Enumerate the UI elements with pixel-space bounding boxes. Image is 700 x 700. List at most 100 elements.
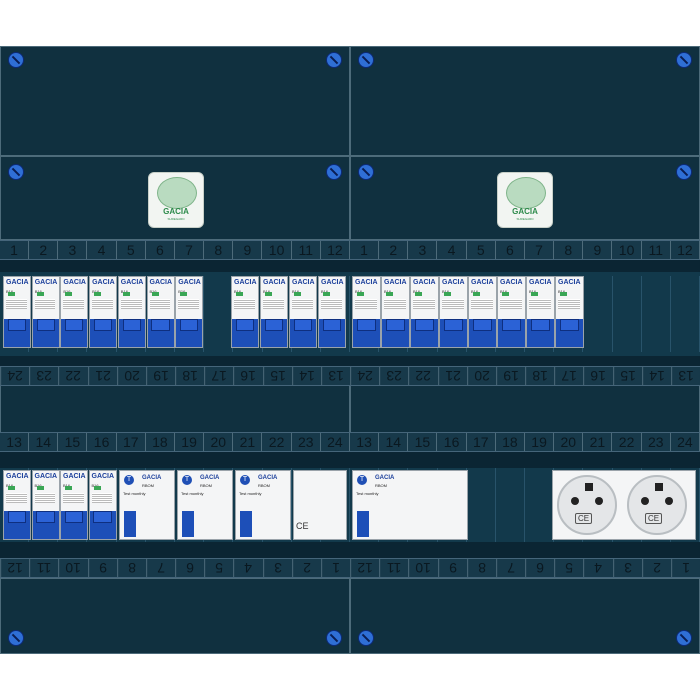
breaker-toggle[interactable] (235, 319, 255, 331)
logo-subtext: SUREGARD (167, 217, 185, 221)
breaker-toggle[interactable] (264, 319, 284, 331)
surge-protector[interactable]: CE (293, 470, 347, 540)
breaker-specs (529, 299, 551, 309)
rcd-lever[interactable] (124, 511, 136, 537)
circuit-breaker[interactable]: GACIAB16 (439, 276, 468, 348)
circuit-breaker[interactable]: GACIAB16 (260, 276, 288, 348)
slot-number: 6 (146, 241, 175, 259)
ce-mark: CE (575, 513, 593, 524)
breaker-rating: B16 (92, 289, 99, 294)
slot-number: 18 (496, 433, 525, 451)
circuit-breaker[interactable]: GACIAB16 (526, 276, 555, 348)
slot-number: 14 (29, 433, 59, 451)
circuit-breaker[interactable]: GACIAB16 (3, 470, 31, 540)
breaker-brand: GACIA (34, 279, 58, 286)
bottom-cover-right (350, 578, 700, 654)
test-badge: T (240, 475, 250, 485)
slot-number: 21 (233, 433, 263, 451)
breaker-brand: GACIA (321, 279, 344, 286)
rcd-model: RBOM (375, 483, 387, 488)
slot-number: 24 (0, 367, 30, 385)
circuit-breaker[interactable]: GACIAB16 (410, 276, 439, 348)
status-indicator (294, 292, 301, 296)
circuit-breaker[interactable]: GACIAB16 (497, 276, 526, 348)
breaker-toggle[interactable] (7, 511, 27, 523)
circuit-breaker[interactable]: GACIAB16 (60, 470, 88, 540)
rcd-lever[interactable] (182, 511, 194, 537)
slot-number: 16 (438, 433, 467, 451)
circuit-breaker[interactable]: GACIAB16 (175, 276, 204, 348)
breaker-toggle[interactable] (93, 319, 113, 331)
slot-number: 17 (467, 433, 496, 451)
breaker-specs (6, 493, 27, 503)
breaker-toggle[interactable] (293, 319, 313, 331)
slot-number: 24 (350, 367, 380, 385)
slot-number: 13 (670, 367, 700, 385)
slot-number: 6 (175, 559, 205, 577)
breaker-toggle[interactable] (502, 319, 521, 331)
breaker-toggle[interactable] (444, 319, 463, 331)
slot-number: 22 (613, 433, 642, 451)
breaker-toggle[interactable] (415, 319, 434, 331)
circuit-breaker[interactable]: GACIAB16 (468, 276, 497, 348)
screw-icon (326, 630, 342, 646)
breaker-rating: B16 (6, 483, 13, 488)
breaker-toggle[interactable] (560, 319, 579, 331)
breaker-rating: B16 (500, 289, 507, 294)
slot-number: 8 (554, 241, 584, 259)
breaker-toggle[interactable] (473, 319, 492, 331)
breaker-toggle[interactable] (180, 319, 199, 331)
breaker-toggle[interactable] (93, 511, 112, 523)
breaker-toggle[interactable] (7, 319, 27, 331)
brand-logo-left: GACIA SUREGARD (148, 172, 204, 228)
breaker-specs (384, 299, 406, 309)
circuit-breaker[interactable]: GACIAB16 (117, 276, 146, 348)
rcd-lever[interactable] (240, 511, 252, 537)
breaker-toggle[interactable] (122, 319, 141, 331)
breaker-toggle[interactable] (322, 319, 342, 331)
circuit-breaker[interactable]: GACIAB16 (555, 276, 584, 348)
circuit-breaker[interactable]: GACIAB16 (88, 470, 117, 540)
circuit-breaker[interactable]: GACIAB16 (31, 276, 60, 348)
wall-socket[interactable]: CE (557, 475, 617, 535)
circuit-breaker[interactable]: GACIAB16 (31, 470, 60, 540)
circuit-breaker[interactable]: GACIAB16 (3, 276, 31, 348)
breaker-toggle[interactable] (357, 319, 376, 331)
test-label: Test monthly (181, 491, 204, 496)
screw-icon (8, 164, 24, 180)
screw-icon (676, 52, 692, 68)
wall-socket[interactable]: CE (627, 475, 687, 535)
breaker-toggle[interactable] (64, 511, 84, 523)
status-indicator (94, 292, 102, 296)
circuit-breaker[interactable]: GACIAB16 (352, 276, 381, 348)
circuit-breaker[interactable]: GACIAB16 (231, 276, 259, 348)
slot-number: 5 (467, 241, 496, 259)
breaker-rating: B16 (6, 289, 13, 294)
breaker-brand: GACIA (471, 279, 494, 286)
slot-number: 18 (146, 433, 175, 451)
breaker-toggle[interactable] (386, 319, 405, 331)
breaker-toggle[interactable] (151, 319, 170, 331)
circuit-breaker[interactable]: GACIAB16 (318, 276, 346, 348)
breaker-toggle[interactable] (531, 319, 550, 331)
circuit-breaker[interactable]: GACIAB16 (89, 276, 118, 348)
breaker-toggle[interactable] (36, 319, 55, 331)
circuit-breaker[interactable]: GACIAB16 (60, 276, 89, 348)
slot-number: 11 (379, 559, 409, 577)
breaker-toggle[interactable] (36, 511, 55, 523)
rcd-lever[interactable] (357, 511, 369, 537)
status-indicator (122, 292, 130, 296)
status-indicator (265, 292, 272, 296)
breaker-toggle[interactable] (65, 319, 84, 331)
slot-number: 19 (175, 433, 205, 451)
slot-number: 16 (233, 367, 263, 385)
circuit-breaker[interactable]: GACIAB16 (146, 276, 175, 348)
brand-logo-right: GACIA SUREGARD (497, 172, 553, 228)
breaker-brand: GACIA (234, 279, 257, 286)
circuit-breaker[interactable]: GACIAB16 (381, 276, 410, 348)
circuit-breaker[interactable]: GACIAB16 (289, 276, 317, 348)
